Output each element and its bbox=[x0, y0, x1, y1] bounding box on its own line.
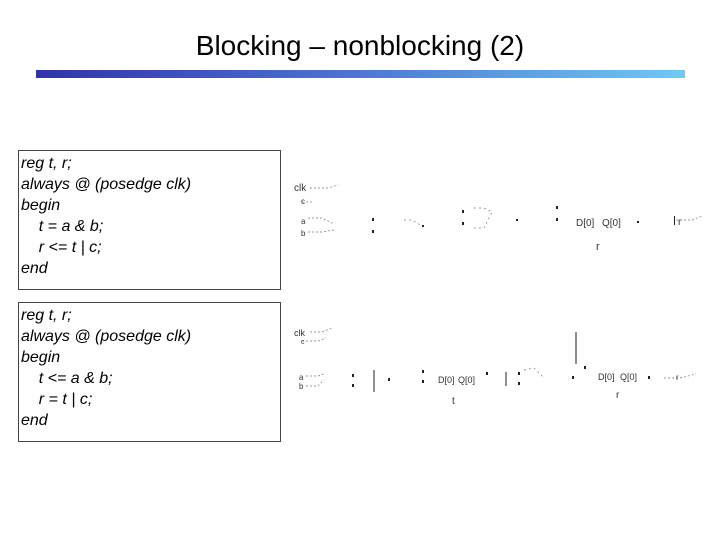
clk-port-icon bbox=[310, 327, 333, 333]
clk-input-label: clk bbox=[294, 328, 305, 338]
clk-input-label: clk bbox=[294, 183, 307, 194]
wire-dot bbox=[637, 221, 639, 223]
c-port-icon bbox=[302, 337, 327, 342]
slide-title: Blocking – nonblocking (2) bbox=[195, 30, 525, 61]
a-input-label: a bbox=[301, 217, 306, 226]
wire-dot bbox=[486, 372, 488, 375]
wire-dot bbox=[422, 370, 424, 373]
wire-dot bbox=[388, 378, 390, 381]
ff1-instance-label: t bbox=[452, 396, 455, 407]
code-line: t <= a & b; bbox=[21, 370, 113, 387]
code-line: always @ (posedge clk) bbox=[21, 176, 192, 193]
wire-dot bbox=[352, 374, 354, 377]
title-divider bbox=[36, 70, 685, 78]
output-port-icon bbox=[676, 215, 703, 221]
ff-q-pin-label: Q[0] bbox=[602, 218, 621, 229]
wire-dot bbox=[518, 382, 520, 385]
code-line: begin bbox=[21, 197, 61, 214]
code-block-nonblocking: reg t, r; always @ (posedge clk) begin t… bbox=[18, 302, 281, 442]
output-port-label: r bbox=[678, 217, 682, 228]
wire-dot bbox=[462, 222, 464, 225]
b-input-label: b bbox=[299, 382, 304, 391]
wire-dot bbox=[556, 206, 558, 209]
code-line: reg t, r; bbox=[21, 155, 72, 172]
wire-dot bbox=[372, 218, 374, 221]
wire-dot bbox=[518, 372, 520, 375]
ff-d-pin-label: D[0] bbox=[576, 218, 595, 229]
a-port-icon bbox=[306, 373, 325, 377]
code-block-blocking: reg t, r; always @ (posedge clk) begin t… bbox=[18, 150, 281, 290]
code-line: begin bbox=[21, 349, 61, 366]
schematic-nonblocking: clk c a b D[0] Q[0] t D[0] Q[0] r r bbox=[288, 322, 713, 412]
code-line: t = a & b; bbox=[21, 218, 104, 235]
or-gate-icon bbox=[523, 367, 545, 379]
code-line: r = t | c; bbox=[21, 391, 93, 408]
code-line: end bbox=[21, 260, 48, 277]
schematic-1-svg: clk c a b D[0] Q[0] r r bbox=[294, 183, 703, 253]
wire-dot bbox=[648, 376, 650, 379]
ff2-q-pin-label: Q[0] bbox=[620, 372, 637, 382]
code-line: always @ (posedge clk) bbox=[21, 328, 192, 345]
output-port-icon bbox=[664, 373, 697, 379]
b-port-icon bbox=[306, 379, 325, 387]
or-gate-icon bbox=[474, 207, 493, 229]
clk-port-icon bbox=[310, 184, 339, 189]
wire-dot bbox=[422, 225, 424, 227]
schematic-2-svg: clk c a b D[0] Q[0] t D[0] Q[0] r r bbox=[294, 327, 697, 407]
a-port-icon bbox=[308, 217, 335, 225]
code-line: reg t, r; bbox=[21, 307, 72, 324]
b-input-label: b bbox=[301, 229, 306, 238]
a-input-label: a bbox=[299, 373, 304, 382]
ff-instance-label: r bbox=[596, 241, 600, 253]
ff1-q-pin-label: Q[0] bbox=[458, 375, 475, 385]
and-gate-icon bbox=[404, 219, 423, 227]
ff1-d-pin-label: D[0] bbox=[438, 375, 455, 385]
c-input-label: c bbox=[301, 197, 305, 206]
wire-dot bbox=[572, 376, 574, 379]
ff2-instance-label: r bbox=[616, 390, 620, 401]
schematic-blocking: clk c a b D[0] Q[0] r r bbox=[288, 172, 713, 262]
wire-dot bbox=[556, 218, 558, 221]
code-line: end bbox=[21, 412, 48, 429]
b-port-icon bbox=[308, 229, 335, 233]
wire-dot bbox=[516, 219, 518, 221]
wire-dot bbox=[372, 230, 374, 233]
wire-dot bbox=[352, 384, 354, 387]
c-input-label: c bbox=[301, 339, 305, 346]
wire-dot bbox=[422, 380, 424, 383]
wire-dot bbox=[462, 210, 464, 213]
code-line: r <= t | c; bbox=[21, 239, 102, 256]
output-port-label: r bbox=[676, 373, 679, 382]
ff2-d-pin-label: D[0] bbox=[598, 372, 615, 382]
wire-dot bbox=[674, 216, 675, 225]
wire-dot bbox=[584, 366, 586, 369]
